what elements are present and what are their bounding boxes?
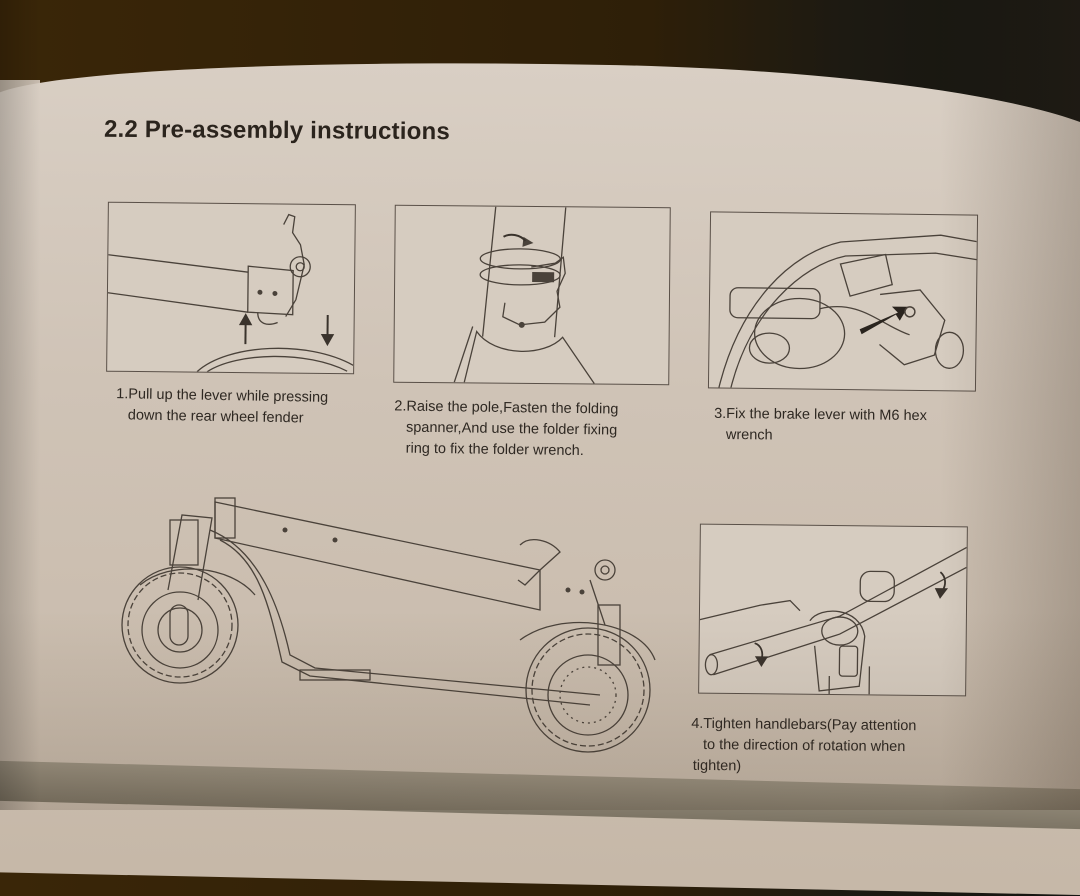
step-2-caption: 2.Raise the pole,Fasten the folding span… (394, 396, 619, 462)
step-2-illustration (393, 205, 671, 385)
section-heading: 2.2 Pre-assembly instructions (104, 116, 450, 146)
folding-lever-icon (107, 203, 355, 374)
step-4-caption: 4.Tighten handlebars(Pay attention to th… (691, 714, 917, 779)
step-1-caption: 1.Pull up the lever while pressing down … (116, 384, 329, 430)
handlebar-tighten-icon (699, 525, 967, 696)
folded-scooter-illustration (120, 490, 670, 755)
step-1-illustration (106, 202, 356, 375)
brake-lever-hex-icon (709, 212, 977, 390)
step-4-illustration (698, 524, 968, 697)
step-3-caption: 3.Fix the brake lever with M6 hex wrench (714, 404, 927, 448)
step-3-illustration (708, 211, 978, 391)
folding-spanner-icon (394, 206, 670, 384)
